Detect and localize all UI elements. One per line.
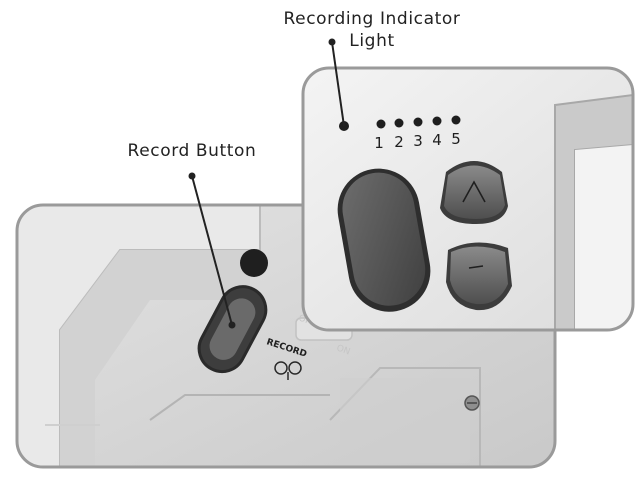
indicator-label-line2: Light bbox=[349, 31, 395, 51]
level-number-3: 3 bbox=[413, 132, 423, 150]
callout-leader-indicator bbox=[328, 38, 345, 127]
down-button[interactable] bbox=[446, 242, 512, 311]
level-dot-3 bbox=[413, 117, 423, 127]
level-dot-2 bbox=[394, 118, 404, 128]
level-dot-1 bbox=[376, 119, 386, 129]
minus-icon bbox=[468, 265, 484, 269]
tape-reel-icon bbox=[274, 361, 302, 380]
record-button-label: Record Button bbox=[127, 141, 257, 161]
record-button[interactable] bbox=[191, 279, 274, 380]
power-button[interactable] bbox=[240, 249, 268, 277]
indicator-label-line1: Recording Indicator bbox=[283, 9, 461, 29]
on-label: ON bbox=[335, 343, 351, 357]
record-button-zoomed[interactable] bbox=[331, 162, 437, 318]
level-number-2: 2 bbox=[394, 133, 404, 151]
level-number-1: 1 bbox=[374, 134, 384, 152]
level-number-4: 4 bbox=[432, 131, 442, 149]
level-indicators: 1 2 3 4 5 bbox=[374, 115, 461, 152]
level-dot-5 bbox=[451, 115, 461, 125]
recording-indicator-light-label: Recording Indicator Light bbox=[262, 8, 482, 52]
screw-icon bbox=[464, 395, 480, 411]
up-button[interactable] bbox=[440, 161, 508, 224]
level-number-5: 5 bbox=[451, 130, 461, 148]
callout-leader-record bbox=[188, 172, 236, 329]
up-arrow-icon bbox=[462, 180, 486, 203]
level-dot-4 bbox=[432, 116, 442, 126]
